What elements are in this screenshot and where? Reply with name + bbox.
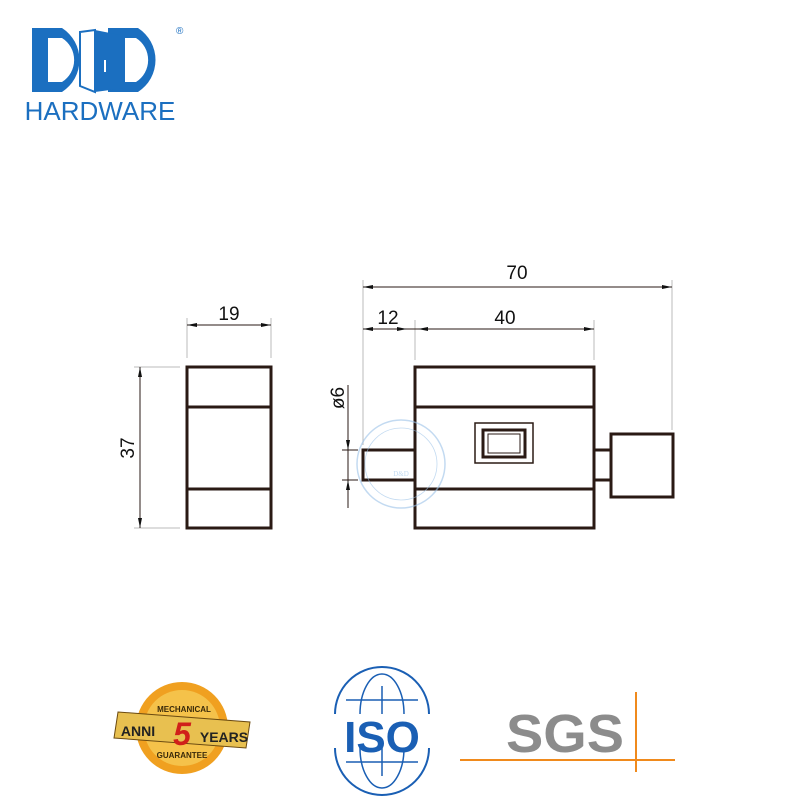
svg-text:YEARS: YEARS [200, 729, 248, 745]
sgs-logo: SGS [460, 692, 675, 772]
iso-logo: ISO [334, 666, 430, 796]
svg-text:ISO: ISO [344, 713, 420, 762]
overall-length-dimension: 70 [506, 263, 527, 284]
svg-text:SGS: SGS [506, 704, 624, 764]
pin-length-dimension: 12 [377, 308, 398, 329]
svg-text:ANNI: ANNI [121, 723, 155, 739]
logo-text: HARDWARE [25, 96, 176, 126]
height-dimension: 37 [118, 437, 139, 458]
width-dimension: 19 [218, 304, 239, 325]
svg-text:5: 5 [173, 716, 192, 752]
svg-text:MECHANICAL: MECHANICAL [157, 705, 211, 714]
company-logo: ® HARDWARE [25, 26, 184, 126]
svg-text:GUARANTEE: GUARANTEE [157, 751, 208, 760]
pin-diameter-dimension: ø6 [328, 387, 349, 409]
guarantee-badge: MECHANICAL ANNI 5 YEARS GUARANTEE [113, 682, 251, 774]
registered-mark: ® [176, 26, 184, 37]
svg-text:D&D: D&D [393, 470, 409, 478]
side-view: 19 37 [118, 304, 273, 530]
watermark-stamp: D&D [356, 419, 446, 509]
front-view: 70 12 40 ø6 [328, 263, 675, 530]
body-length-dimension: 40 [494, 308, 515, 329]
